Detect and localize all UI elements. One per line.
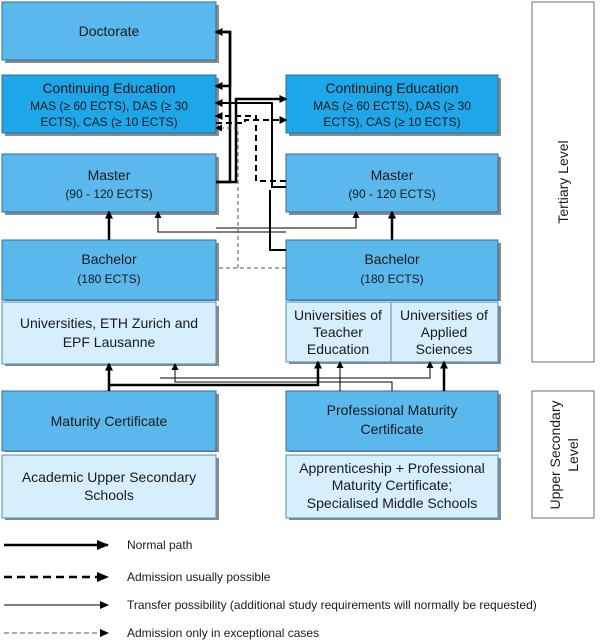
arrow-bachelor-right-to-continuing-right [269,190,286,251]
legend-label-exceptional: Admission only in exceptional cases [127,626,319,640]
arrow-dashed-master-left-to-continuing-right [216,116,288,124]
doctorate-box: Doctorate [1,1,219,63]
applied-sciences-line3: Sciences [416,341,473,357]
master-right-sub: (90 - 120 ECTS) [348,187,435,201]
exceptional-admission-arrows [215,124,286,269]
master-left-box: Master (90 - 120 ECTS) [1,153,219,215]
arrow-thin-maturity-to-applied [160,361,434,379]
continuing-right-line1: MAS (≥ 60 ECTS), DAS (≥ 30 [313,99,471,113]
applied-sciences-box: Universities of Applied Sciences [390,301,499,363]
master-right-title: Master [371,167,414,183]
bachelor-left-title: Bachelor [81,251,137,267]
continuing-left-title: Continuing Education [42,80,175,96]
academic-schools-box: Academic Upper Secondary Schools [1,454,219,520]
arrow-master-left-to-continuing-right [216,95,288,184]
legend: Normal path Admission usually possible T… [4,538,537,640]
upper-secondary-level-box: Upper Secondary Level [531,390,595,519]
maturity-certificate-box: Maturity Certificate [1,390,219,452]
bachelor-right-title: Bachelor [364,251,420,267]
professional-maturity-line1: Professional Maturity [327,402,458,418]
bachelor-left-box: Bachelor (180 ECTS) [1,239,219,301]
academic-schools-line2: Schools [84,487,134,503]
master-left-title: Master [88,167,131,183]
transfer-arrows [154,211,434,391]
usual-admission-arrows [214,112,288,182]
teacher-education-line3: Education [307,341,369,357]
apprenticeship-line1: Apprenticeship + Professional [299,460,485,476]
upper-secondary-label-line1: Upper Secondary [547,401,563,510]
apprenticeship-line3: Specialised Middle Schools [307,495,477,511]
upper-secondary-label-line2: Level [565,438,581,471]
applied-sciences-line1: Universities of [400,307,488,323]
arrow-doctorate-to-continuing-left [214,30,232,90]
legend-item-exceptional: Admission only in exceptional cases [4,626,319,640]
tertiary-level-label: Tertiary Level [555,140,571,223]
doctorate-title: Doctorate [79,23,140,39]
bachelor-left-sub: (180 ECTS) [77,272,140,286]
normal-path-arrows [105,28,448,391]
continuing-education-right-box: Continuing Education MAS (≥ 60 ECTS), DA… [285,74,501,136]
arrow-master-right-to-continuing-left [214,99,286,188]
arrow-thin-bachelor-right-to-master-left [154,211,286,233]
academic-schools-line1: Academic Upper Secondary [22,469,196,485]
maturity-title: Maturity Certificate [51,413,168,429]
continuing-left-line2: ECTS), CAS (≥ 10 ECTS) [40,115,177,129]
legend-label-normal: Normal path [127,538,192,552]
universities-line1: Universities, ETH Zurich and [20,315,198,331]
teacher-education-line2: Teacher [313,324,363,340]
legend-label-transfer: Transfer possibility (additional study r… [127,598,537,612]
arrow-thin-professional-to-universities [171,363,393,391]
universities-box: Universities, ETH Zurich and EPF Lausann… [1,301,219,366]
legend-label-usual: Admission usually possible [127,570,271,584]
arrow-maturity-to-teacher-education [109,360,322,387]
universities-line2: EPF Lausanne [63,334,156,350]
continuing-right-line2: ECTS), CAS (≥ 10 ECTS) [323,115,460,129]
bachelor-right-sub: (180 ECTS) [360,272,423,286]
teacher-education-line1: Universities of [294,307,382,323]
continuing-right-title: Continuing Education [325,80,458,96]
master-right-box: Master (90 - 120 ECTS) [285,153,501,215]
professional-maturity-box: Professional Maturity Certificate [285,390,501,452]
arrow-dashed-master-right-to-continuing-left [214,112,286,182]
bachelor-right-box: Bachelor (180 ECTS) [285,239,501,301]
tertiary-level-box: Tertiary Level [531,1,595,363]
arrow-exceptional-bachelor-to-continuing [215,124,239,268]
apprenticeship-box: Apprenticeship + Professional Maturity C… [285,454,501,520]
arrow-thin-bachelor-left-to-master-right [216,211,360,229]
legend-item-normal: Normal path [4,538,192,552]
legend-item-usual: Admission usually possible [4,570,271,584]
legend-item-transfer: Transfer possibility (additional study r… [4,598,537,612]
master-left-sub: (90 - 120 ECTS) [65,187,152,201]
apprenticeship-line2: Maturity Certificate; [332,477,453,493]
professional-maturity-line2: Certificate [360,421,423,437]
continuing-education-left-box: Continuing Education MAS (≥ 60 ECTS), DA… [1,74,219,136]
applied-sciences-line2: Applied [421,324,468,340]
continuing-left-line1: MAS (≥ 60 ECTS), DAS (≥ 30 [30,99,188,113]
